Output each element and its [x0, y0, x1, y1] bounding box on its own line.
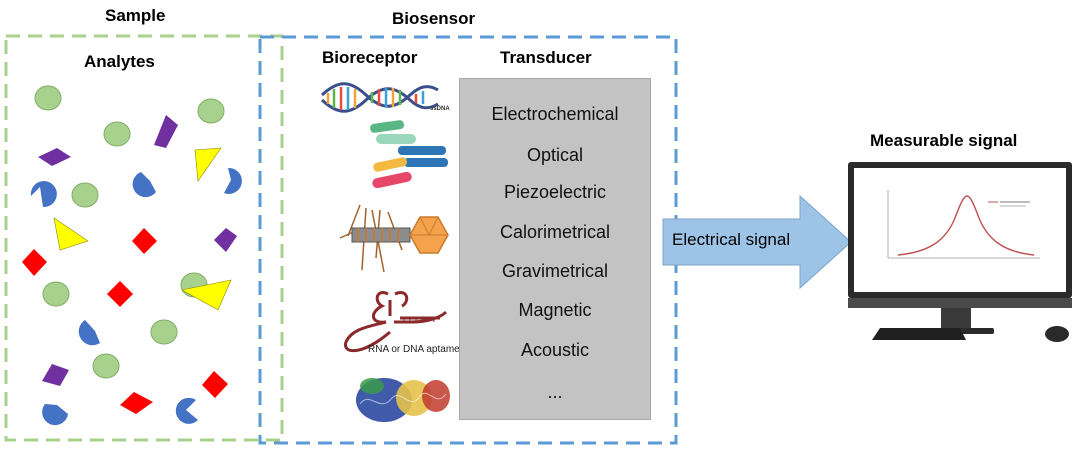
analyte-diamonds-purple [38, 115, 237, 386]
monitor-screen [854, 168, 1066, 292]
sample-box [4, 34, 284, 442]
biosensor-title: Biosensor [392, 9, 476, 28]
analyte-circle [42, 281, 70, 307]
analyte-diamond [214, 228, 237, 252]
analyte-triangle [194, 147, 222, 182]
transducer-item: Optical [526, 145, 584, 165]
analyte-circle [197, 98, 225, 124]
analyte-diamond [154, 115, 178, 148]
transducer-item: ... [547, 382, 563, 402]
analyte-diamond [132, 228, 157, 254]
computer-icon [848, 162, 1072, 342]
dna-label: ssDNA [430, 106, 450, 112]
analyte-diamond [42, 364, 69, 386]
transducer-item: Gravimetrical [501, 261, 608, 281]
analyte-diamond [107, 281, 133, 307]
transducer-item: Calorimetrical [499, 222, 611, 242]
analyte-circle [150, 319, 178, 345]
screen-plot [887, 190, 1040, 259]
screen-curve [897, 195, 1035, 256]
antibody-icon [370, 120, 448, 189]
analyte-triangle [181, 279, 232, 311]
analyte-pac [30, 181, 57, 208]
analyte-diamonds-red [22, 228, 228, 414]
analyte-triangle [53, 217, 89, 251]
aptamer-rungs [403, 318, 435, 322]
analyte-pac [224, 167, 242, 194]
aptamer-icon [344, 291, 448, 353]
analyte-diamond [202, 371, 228, 398]
transducer-title: Transducer [500, 48, 592, 67]
keyboard [872, 328, 966, 340]
transducer-box: Electrochemical Optical Piezoelectric Ca… [459, 78, 651, 420]
analyte-circle [92, 353, 120, 379]
mouse [1045, 326, 1069, 342]
aptamer-label: RNA or DNA aptamer [368, 344, 464, 355]
analyte-pac [42, 404, 68, 426]
analyte-pacshapes [30, 167, 242, 426]
analyte-diamond [22, 249, 47, 276]
electrical-signal-label: Electrical signal [672, 230, 791, 249]
analyte-circle [34, 85, 62, 111]
measurable-signal-title: Measurable signal [870, 131, 1018, 150]
dna-icon [320, 82, 439, 113]
analyte-circle [71, 182, 99, 208]
bioreceptor-title: Bioreceptor [322, 48, 418, 67]
analyte-pac [175, 397, 198, 424]
sample-title: Sample [105, 6, 166, 25]
enzyme-icon [356, 378, 450, 422]
analyte-triangles [53, 147, 232, 311]
signal-arrow [662, 194, 852, 290]
transducer-item: Acoustic [520, 340, 590, 360]
phage-icon [339, 204, 449, 273]
analyte-circle [103, 121, 131, 147]
transducer-item: Electrochemical [491, 104, 619, 124]
analyte-diamond [120, 392, 153, 414]
analyte-pac [132, 172, 156, 198]
analytes-title: Analytes [84, 52, 155, 71]
transducer-item: Piezoelectric [503, 182, 607, 202]
transducer-item: Magnetic [518, 300, 592, 320]
analyte-diamond [38, 148, 71, 166]
analyte-pac [78, 320, 100, 346]
